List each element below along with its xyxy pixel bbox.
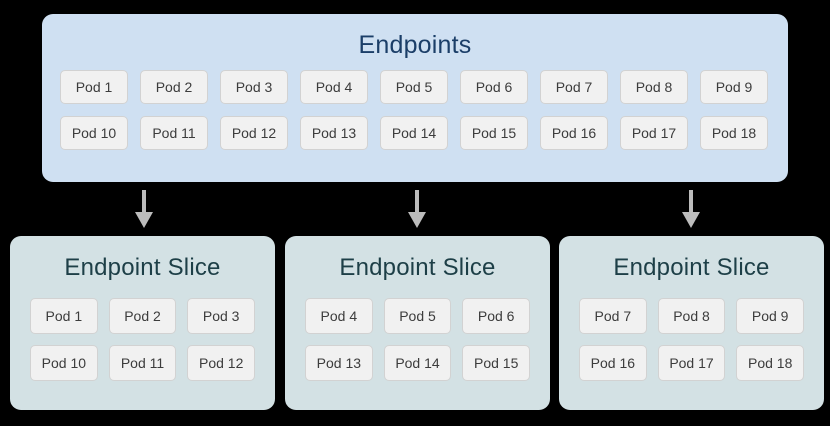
pod-chip: Pod 15 xyxy=(460,116,528,150)
endpoints-pod-grid: Pod 1 Pod 2 Pod 3 Pod 4 Pod 5 Pod 6 Pod … xyxy=(60,70,770,162)
pod-chip: Pod 6 xyxy=(462,298,531,334)
pod-chip: Pod 14 xyxy=(383,345,452,381)
pod-chip: Pod 7 xyxy=(540,70,608,104)
endpoint-slice-panel-1: Endpoint Slice Pod 1 Pod 2 Pod 3 Pod 10 … xyxy=(10,236,275,410)
pod-chip: Pod 16 xyxy=(579,345,647,381)
endpoints-title: Endpoints xyxy=(358,31,472,59)
pod-chip: Pod 8 xyxy=(657,298,726,334)
pod-chip: Pod 18 xyxy=(700,116,768,150)
endpoint-slice-pod-row: Pod 1 Pod 2 Pod 3 xyxy=(30,298,256,334)
pod-chip: Pod 11 xyxy=(140,116,208,150)
pod-chip: Pod 13 xyxy=(300,116,368,150)
pod-chip: Pod 4 xyxy=(305,298,373,334)
pod-chip: Pod 7 xyxy=(579,298,647,334)
pod-chip: Pod 10 xyxy=(60,116,128,150)
pod-chip: Pod 12 xyxy=(220,116,288,150)
pod-chip: Pod 9 xyxy=(700,70,768,104)
endpoint-slice-panel-2: Endpoint Slice Pod 4 Pod 5 Pod 6 Pod 13 … xyxy=(285,236,550,410)
pod-chip: Pod 5 xyxy=(383,298,452,334)
pod-chip: Pod 1 xyxy=(30,298,98,334)
endpoint-slice-title: Endpoint Slice xyxy=(339,254,496,281)
endpoint-slice-title: Endpoint Slice xyxy=(64,254,221,281)
pod-chip: Pod 17 xyxy=(620,116,688,150)
pod-chip: Pod 9 xyxy=(736,298,805,334)
pod-chip: Pod 13 xyxy=(305,345,373,381)
endpoint-slice-pod-row: Pod 7 Pod 8 Pod 9 xyxy=(579,298,805,334)
pod-chip: Pod 14 xyxy=(380,116,448,150)
arrow-head xyxy=(135,212,153,228)
pod-chip: Pod 6 xyxy=(460,70,528,104)
pod-chip: Pod 5 xyxy=(380,70,448,104)
endpoint-slice-pod-row: Pod 16 Pod 17 Pod 18 xyxy=(579,345,805,381)
endpoint-slice-pod-row: Pod 10 Pod 11 Pod 12 xyxy=(30,345,256,381)
endpoints-pod-row: Pod 1 Pod 2 Pod 3 Pod 4 Pod 5 Pod 6 Pod … xyxy=(60,70,770,104)
pod-chip: Pod 16 xyxy=(540,116,608,150)
pod-chip: Pod 4 xyxy=(300,70,368,104)
endpoint-slice-pod-row: Pod 4 Pod 5 Pod 6 xyxy=(305,298,531,334)
endpoint-slice-pod-grid: Pod 7 Pod 8 Pod 9 Pod 16 Pod 17 Pod 18 xyxy=(579,298,805,392)
endpoints-pod-row: Pod 10 Pod 11 Pod 12 Pod 13 Pod 14 Pod 1… xyxy=(60,116,770,150)
pod-chip: Pod 3 xyxy=(187,298,256,334)
pod-chip: Pod 15 xyxy=(462,345,531,381)
arrow-shaft xyxy=(142,190,146,214)
pod-chip: Pod 3 xyxy=(220,70,288,104)
pod-chip: Pod 17 xyxy=(657,345,726,381)
arrow-down-icon xyxy=(678,190,704,228)
pod-chip: Pod 2 xyxy=(108,298,177,334)
pod-chip: Pod 8 xyxy=(620,70,688,104)
pod-chip: Pod 10 xyxy=(30,345,98,381)
pod-chip: Pod 18 xyxy=(736,345,805,381)
endpoints-panel: Endpoints Pod 1 Pod 2 Pod 3 Pod 4 Pod 5 … xyxy=(42,14,788,182)
arrow-down-icon xyxy=(131,190,157,228)
endpoint-slice-panel-3: Endpoint Slice Pod 7 Pod 8 Pod 9 Pod 16 … xyxy=(559,236,824,410)
arrow-down-icon xyxy=(404,190,430,228)
endpoint-slice-pod-row: Pod 13 Pod 14 Pod 15 xyxy=(305,345,531,381)
arrow-shaft xyxy=(689,190,693,214)
arrow-head xyxy=(408,212,426,228)
pod-chip: Pod 1 xyxy=(60,70,128,104)
arrow-shaft xyxy=(415,190,419,214)
arrow-head xyxy=(682,212,700,228)
pod-chip: Pod 11 xyxy=(108,345,177,381)
endpoint-slice-pod-grid: Pod 4 Pod 5 Pod 6 Pod 13 Pod 14 Pod 15 xyxy=(305,298,531,392)
pod-chip: Pod 2 xyxy=(140,70,208,104)
endpoint-slice-title: Endpoint Slice xyxy=(613,254,770,281)
pod-chip: Pod 12 xyxy=(187,345,256,381)
endpoint-slice-pod-grid: Pod 1 Pod 2 Pod 3 Pod 10 Pod 11 Pod 12 xyxy=(30,298,256,392)
